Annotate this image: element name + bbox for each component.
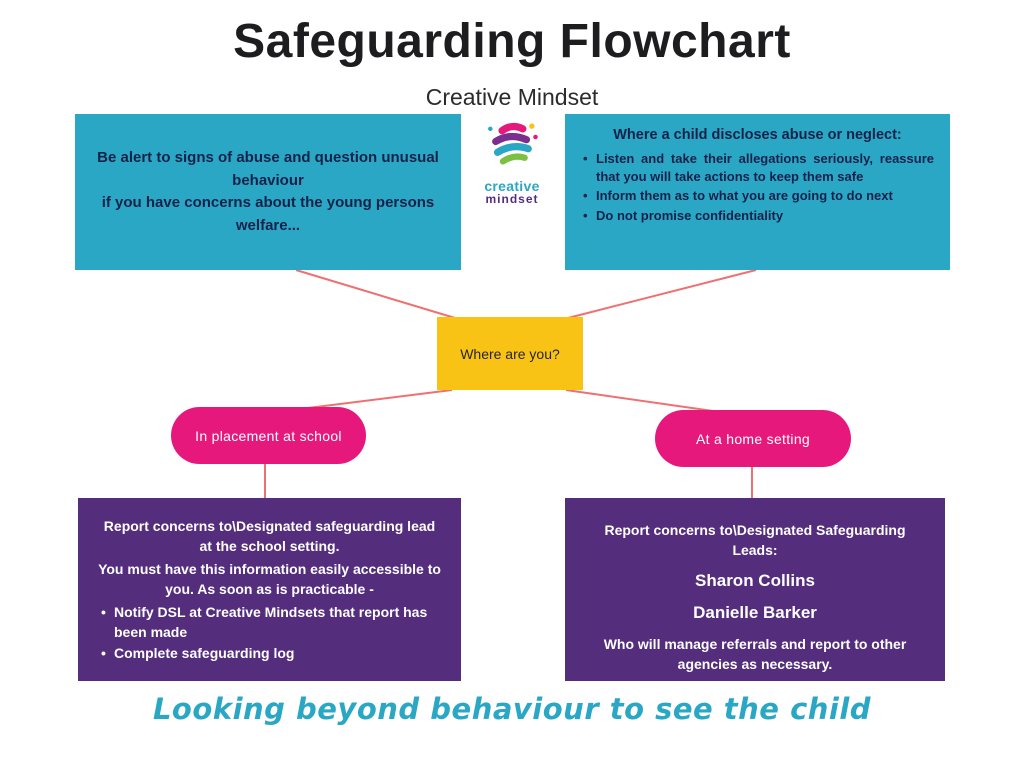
disclosure-bullet: Do not promise confidentiality [581, 207, 934, 225]
dsl-name: Sharon Collins [695, 570, 815, 590]
home-report-box: Report concerns to\Designated Safeguardi… [565, 498, 945, 681]
alert-box: Be alert to signs of abuse and question … [75, 114, 461, 270]
dsl-name: Danielle Barker [693, 603, 817, 623]
creative-mindset-logo: creative mindset [462, 118, 562, 206]
alert-text-line1: Be alert to signs of abuse and question … [97, 149, 439, 189]
school-report-box: Report concerns to\Designated safeguardi… [78, 498, 461, 681]
disclosure-bullet: Listen and take their allegations seriou… [581, 150, 934, 185]
paint-splash-icon [488, 122, 538, 165]
home-report-heading: Report concerns to\Designated Safeguardi… [604, 522, 906, 559]
disclosure-box: Where a child discloses abuse or neglect… [565, 114, 950, 270]
alert-text-line2: if you have concerns about the young per… [101, 194, 435, 234]
disclosure-bullet: Inform them as to what you are going to … [581, 187, 934, 205]
decision-box: Where are you? [437, 317, 583, 390]
school-report-line1: Report concerns to\Designated safeguardi… [103, 518, 436, 555]
footer-tagline: Looking beyond behaviour to see the chil… [152, 692, 872, 726]
page-title: Safeguarding Flowchart [233, 15, 791, 68]
logo-word-mindset: mindset [485, 192, 539, 206]
home-report-footer: Who will manage referrals and report to … [603, 635, 907, 673]
school-report-bullet: Notify DSL at Creative Mindsets that rep… [98, 603, 441, 642]
school-report-bullet: Complete safeguarding log [98, 644, 441, 664]
school-report-line2: You must have this information easily ac… [98, 560, 441, 597]
page-subtitle: Creative Mindset [425, 84, 599, 110]
school-report-bullet-list: Notify DSL at Creative Mindsets that rep… [98, 603, 441, 664]
disclosure-heading: Where a child discloses abuse or neglect… [613, 127, 902, 143]
disclosure-bullet-list: Listen and take their allegations seriou… [581, 150, 934, 224]
logo-word-creative: creative [484, 178, 540, 194]
branch-home-pill: At a home setting [655, 410, 851, 467]
branch-school-pill: In placement at school [171, 407, 366, 464]
